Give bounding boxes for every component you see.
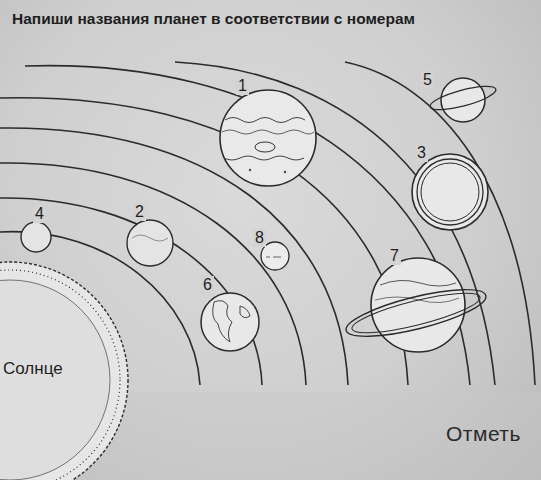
callout-number: 4 bbox=[33, 205, 46, 223]
planet bbox=[428, 78, 498, 122]
callout-number: 3 bbox=[415, 144, 428, 162]
callout-number: 2 bbox=[133, 203, 146, 221]
callout-number: 8 bbox=[253, 229, 266, 247]
planet bbox=[201, 293, 259, 351]
planet bbox=[412, 154, 488, 230]
planet bbox=[21, 222, 51, 252]
sun-label: Солнце bbox=[3, 360, 63, 379]
callout-number: 6 bbox=[201, 276, 214, 294]
planet bbox=[342, 258, 489, 352]
planet bbox=[127, 220, 173, 266]
worksheet-heading: Напиши названия планет в соответствии с … bbox=[12, 10, 415, 27]
planet bbox=[220, 90, 316, 186]
sun bbox=[0, 262, 128, 480]
callout-number: 7 bbox=[388, 247, 401, 265]
callout-number: 1 bbox=[236, 77, 249, 95]
callout-number: 5 bbox=[421, 71, 434, 89]
button-caption: Отметь bbox=[446, 422, 521, 445]
